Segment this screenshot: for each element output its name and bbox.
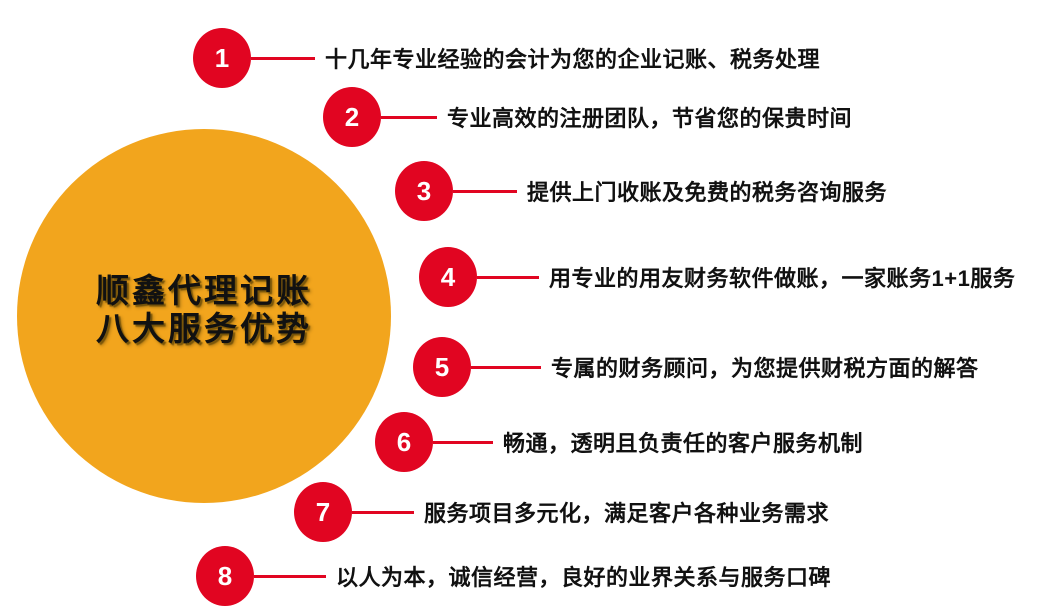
advantage-item-2: 2 专业高效的注册团队，节省您的保贵时间 xyxy=(323,87,852,147)
number-badge-1: 1 xyxy=(193,28,251,88)
badge-number: 5 xyxy=(434,351,450,382)
brand-circle: 顺鑫代理记账 八大服务优势 xyxy=(17,129,391,503)
number-badge-7: 7 xyxy=(294,482,352,542)
badge-number: 6 xyxy=(396,426,412,457)
connector-line-4 xyxy=(477,275,539,279)
advantage-item-1: 1 十几年专业经验的会计为您的企业记账、税务处理 xyxy=(193,28,820,88)
connector-line-1 xyxy=(251,56,315,60)
badge-number: 7 xyxy=(315,496,331,527)
advantage-text-6: 畅通，透明且负责任的客户服务机制 xyxy=(503,431,864,456)
number-badge-6: 6 xyxy=(375,412,433,472)
advantage-text-2: 专业高效的注册团队，节省您的保贵时间 xyxy=(447,106,853,131)
number-badge-2: 2 xyxy=(323,87,381,147)
advantage-text-4: 用专业的用友财务软件做账，一家账务1+1服务 xyxy=(549,266,1016,291)
connector-line-7 xyxy=(352,510,414,514)
advantage-text-1: 十几年专业经验的会计为您的企业记账、税务处理 xyxy=(325,47,821,72)
advantage-text-3: 提供上门收账及免费的税务咨询服务 xyxy=(527,180,888,205)
badge-number: 1 xyxy=(214,42,230,73)
advantage-text-5: 专属的财务顾问，为您提供财税方面的解答 xyxy=(551,356,979,381)
advantage-item-3: 3 提供上门收账及免费的税务咨询服务 xyxy=(395,161,887,221)
number-badge-5: 5 xyxy=(413,337,471,397)
number-badge-4: 4 xyxy=(419,247,477,307)
brand-title-line1: 顺鑫代理记账 xyxy=(96,274,312,310)
connector-line-2 xyxy=(381,115,437,119)
advantage-item-5: 5 专属的财务顾问，为您提供财税方面的解答 xyxy=(413,337,979,397)
connector-line-6 xyxy=(433,440,493,444)
badge-number: 4 xyxy=(440,261,456,292)
advantage-item-4: 4 用专业的用友财务软件做账，一家账务1+1服务 xyxy=(419,247,1015,307)
advantage-text-7: 服务项目多元化，满足客户各种业务需求 xyxy=(424,501,830,526)
advantage-item-7: 7 服务项目多元化，满足客户各种业务需求 xyxy=(294,482,829,542)
connector-line-3 xyxy=(453,189,517,193)
advantage-text-8: 以人为本，诚信经营，良好的业界关系与服务口碑 xyxy=(336,565,832,590)
connector-line-8 xyxy=(254,574,326,578)
badge-number: 8 xyxy=(217,560,233,591)
advantage-item-8: 8 以人为本，诚信经营，良好的业界关系与服务口碑 xyxy=(196,546,831,606)
advantage-item-6: 6 畅通，透明且负责任的客户服务机制 xyxy=(375,412,863,472)
badge-number: 3 xyxy=(416,175,432,206)
badge-number: 2 xyxy=(344,101,360,132)
number-badge-8: 8 xyxy=(196,546,254,606)
connector-line-5 xyxy=(471,365,541,369)
brand-title-line2: 八大服务优势 xyxy=(96,312,312,348)
number-badge-3: 3 xyxy=(395,161,453,221)
